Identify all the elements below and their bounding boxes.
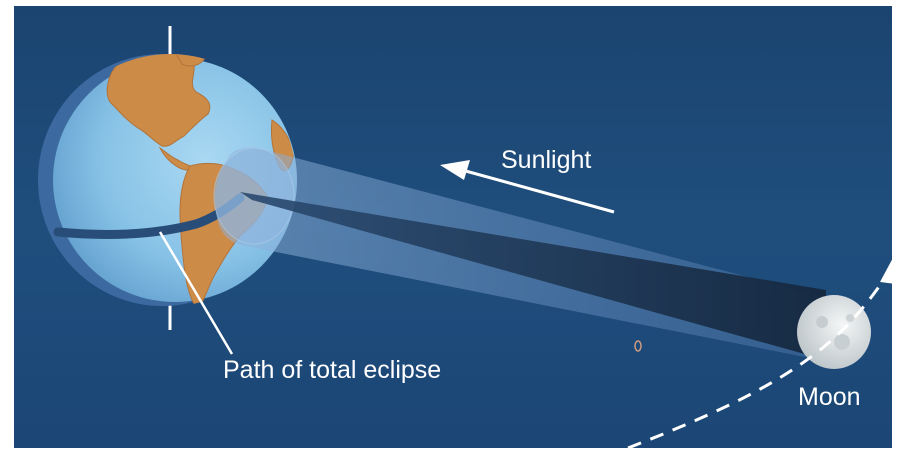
- umbra-cone: [240, 192, 826, 360]
- moon-crater: [846, 314, 854, 322]
- dashed-orbit-arrow-icon: [627, 277, 887, 450]
- path-of-total-eclipse-label: Path of total eclipse: [223, 356, 442, 384]
- path-leader-line: [158, 231, 234, 355]
- sunlight-label: Sunlight: [501, 146, 592, 174]
- orbit-arrowhead: [880, 256, 896, 284]
- arrow-left-icon: [440, 160, 615, 214]
- moon-label: Moon: [798, 383, 861, 411]
- moon-crater: [834, 334, 850, 350]
- moon-body: [797, 295, 871, 369]
- moon-crater: [816, 316, 828, 328]
- speck: [634, 340, 642, 352]
